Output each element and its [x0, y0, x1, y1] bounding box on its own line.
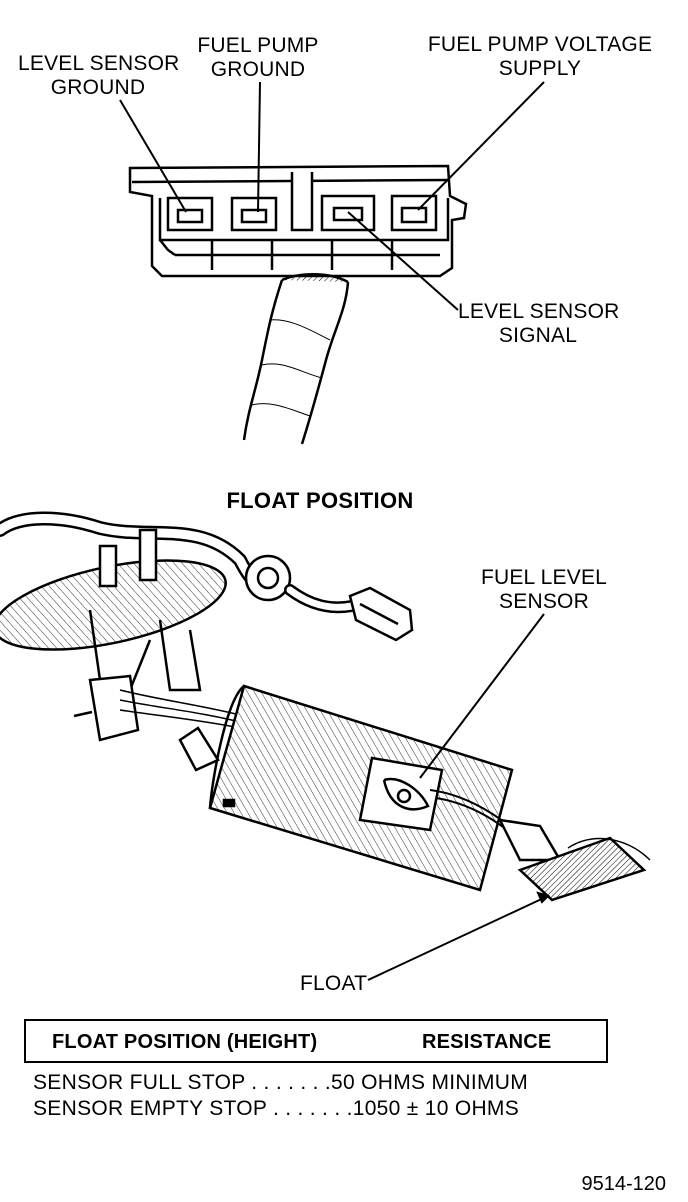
label-level-sensor-signal: LEVEL SENSOR SIGNAL: [458, 300, 620, 347]
table-row-full-stop: SENSOR FULL STOP . . . . . . .50 OHMS MI…: [33, 1071, 529, 1094]
column-header-resistance: RESISTANCE: [422, 1031, 552, 1053]
label-fuel-pump-voltage-supply: FUEL PUMP VOLTAGE SUPPLY: [427, 33, 653, 80]
connector-leader-lines: [119, 81, 545, 311]
resistance-table-header: FLOAT POSITION (HEIGHT) RESISTANCE: [24, 1019, 608, 1063]
wire-harness: [242, 272, 350, 445]
label-fuel-level-sensor: FUEL LEVEL SENSOR: [480, 566, 608, 613]
label-fuel-pump-ground: FUEL PUMP GROUND: [197, 34, 319, 81]
label-float: FLOAT: [300, 972, 368, 995]
figure-id: 9514-120: [581, 1173, 666, 1195]
module-leader-lines: [367, 613, 550, 981]
float-position-title: FLOAT POSITION: [226, 488, 414, 513]
table-row-empty-stop: SENSOR EMPTY STOP . . . . . . .1050 ± 10…: [33, 1097, 520, 1120]
label-level-sensor-ground: LEVEL SENSOR GROUND: [18, 52, 180, 99]
pump-module-drawing: [0, 511, 651, 902]
column-header-float-position: FLOAT POSITION (HEIGHT): [52, 1031, 318, 1053]
connector-drawing: [128, 164, 468, 278]
